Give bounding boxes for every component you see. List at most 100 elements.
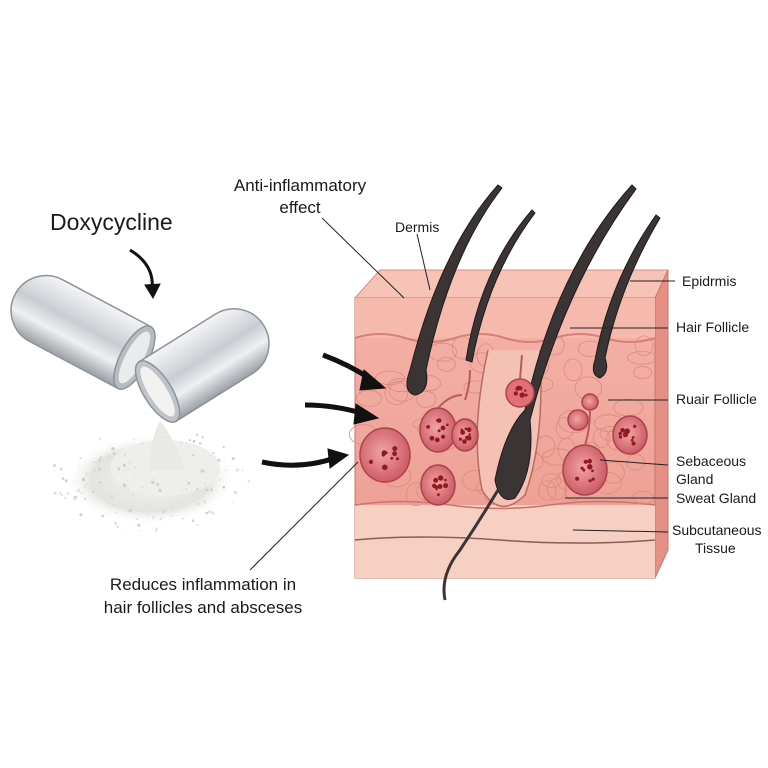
powder-particle: [201, 436, 204, 439]
pus-spot: [620, 428, 625, 433]
powder-particle: [110, 495, 113, 498]
pus-spot: [441, 434, 446, 439]
powder-particle: [104, 513, 107, 515]
pus-spot: [437, 493, 440, 497]
powder-particle: [195, 433, 199, 437]
powder-particle: [204, 482, 207, 485]
powder-particle: [159, 517, 163, 520]
effect-label-line2: effect: [279, 198, 321, 217]
powder-particle: [185, 488, 187, 490]
leader-lines: [249, 217, 675, 571]
powder-particle: [79, 513, 83, 517]
pus-spot: [390, 456, 394, 460]
powder-particle: [134, 476, 137, 479]
powder-particle: [83, 485, 86, 488]
pus-spot: [437, 484, 443, 489]
epidermis-label: Epidrmis: [682, 273, 736, 289]
tissue-cell: [356, 389, 383, 407]
powder-particle: [144, 475, 146, 477]
powder-particle: [139, 530, 141, 532]
powder-particle: [192, 498, 195, 501]
powder-particle: [162, 510, 166, 514]
powder-particle: [64, 479, 68, 483]
tissue-cell: [627, 351, 658, 365]
sebaceous-label-line2: Gland: [676, 471, 713, 487]
pus-spot: [464, 427, 468, 431]
powder-particle: [187, 481, 191, 485]
pus-spot: [434, 437, 440, 443]
subcutaneous-label-line1: Subcutaneous: [672, 522, 762, 538]
powder-particle: [74, 481, 76, 483]
pus-spot: [392, 446, 398, 452]
pus-spot: [444, 478, 447, 482]
powder-particle: [58, 491, 62, 495]
pus-spot: [588, 479, 592, 483]
powder-particle: [140, 450, 142, 452]
powder-particle: [99, 481, 102, 484]
powder-particle: [233, 490, 238, 495]
powder-particle: [122, 483, 127, 488]
pus-spot: [513, 391, 518, 396]
pointer-arrows: [129, 248, 387, 469]
tissue-cell: [416, 390, 437, 408]
powder-particle: [106, 454, 110, 458]
pus-spot: [630, 438, 634, 442]
powder-particle: [92, 461, 94, 463]
powder-particle: [158, 488, 162, 493]
powder-particle: [128, 468, 131, 471]
pus-spot: [429, 435, 435, 441]
powder-particle: [78, 465, 81, 468]
powder-particle: [114, 504, 116, 506]
powder-particle: [133, 466, 136, 470]
powder-particle: [101, 514, 104, 518]
hair-shafts: [406, 184, 661, 601]
powder-particle: [127, 461, 131, 465]
powder-particle: [170, 505, 173, 507]
powder-particle: [224, 469, 227, 472]
powder-particle: [59, 467, 63, 471]
capsule-left-half: [10, 274, 156, 390]
powder-particle: [218, 478, 221, 482]
powder-particle: [76, 488, 81, 493]
powder-particle: [53, 491, 57, 495]
powder-particle: [158, 460, 161, 463]
pus-spot: [587, 458, 592, 464]
powder-particle: [98, 467, 102, 471]
powder-particle: [123, 453, 127, 457]
powder-particle: [222, 445, 225, 449]
powder-particle: [85, 473, 87, 475]
tissue-cell: [541, 473, 562, 488]
pus-spot: [426, 425, 430, 429]
powder-particle: [53, 470, 56, 472]
powder-particle: [85, 484, 87, 486]
powder-particle: [200, 469, 204, 473]
powder-particle: [79, 457, 82, 460]
powder-particle: [137, 523, 141, 527]
pus-spot: [435, 488, 438, 491]
powder-particle: [181, 517, 184, 520]
tissue-cell: [634, 335, 654, 357]
powder-particle: [212, 452, 215, 454]
powder-particle: [217, 458, 221, 462]
powder-particle: [111, 447, 115, 451]
pus-spot: [631, 441, 636, 446]
pus-spot: [433, 477, 439, 483]
powder-particle: [121, 529, 123, 531]
pus-spot: [446, 423, 449, 427]
powder-particle: [136, 518, 139, 520]
tissue-cell: [547, 478, 567, 501]
powder-particle: [196, 524, 199, 527]
powder-particle: [80, 492, 82, 495]
powder-particle: [126, 468, 128, 470]
pus-spot: [392, 451, 397, 457]
powder-particle: [235, 468, 239, 472]
pus-spot: [591, 469, 594, 473]
powder-particle: [210, 488, 213, 492]
powder-particle: [97, 458, 101, 462]
powder-particle: [192, 454, 195, 457]
powder-particle: [170, 447, 172, 450]
powder-particle: [97, 472, 100, 475]
powder-particle: [232, 502, 234, 504]
powder-particle: [241, 469, 244, 472]
powder-particle: [156, 482, 159, 486]
